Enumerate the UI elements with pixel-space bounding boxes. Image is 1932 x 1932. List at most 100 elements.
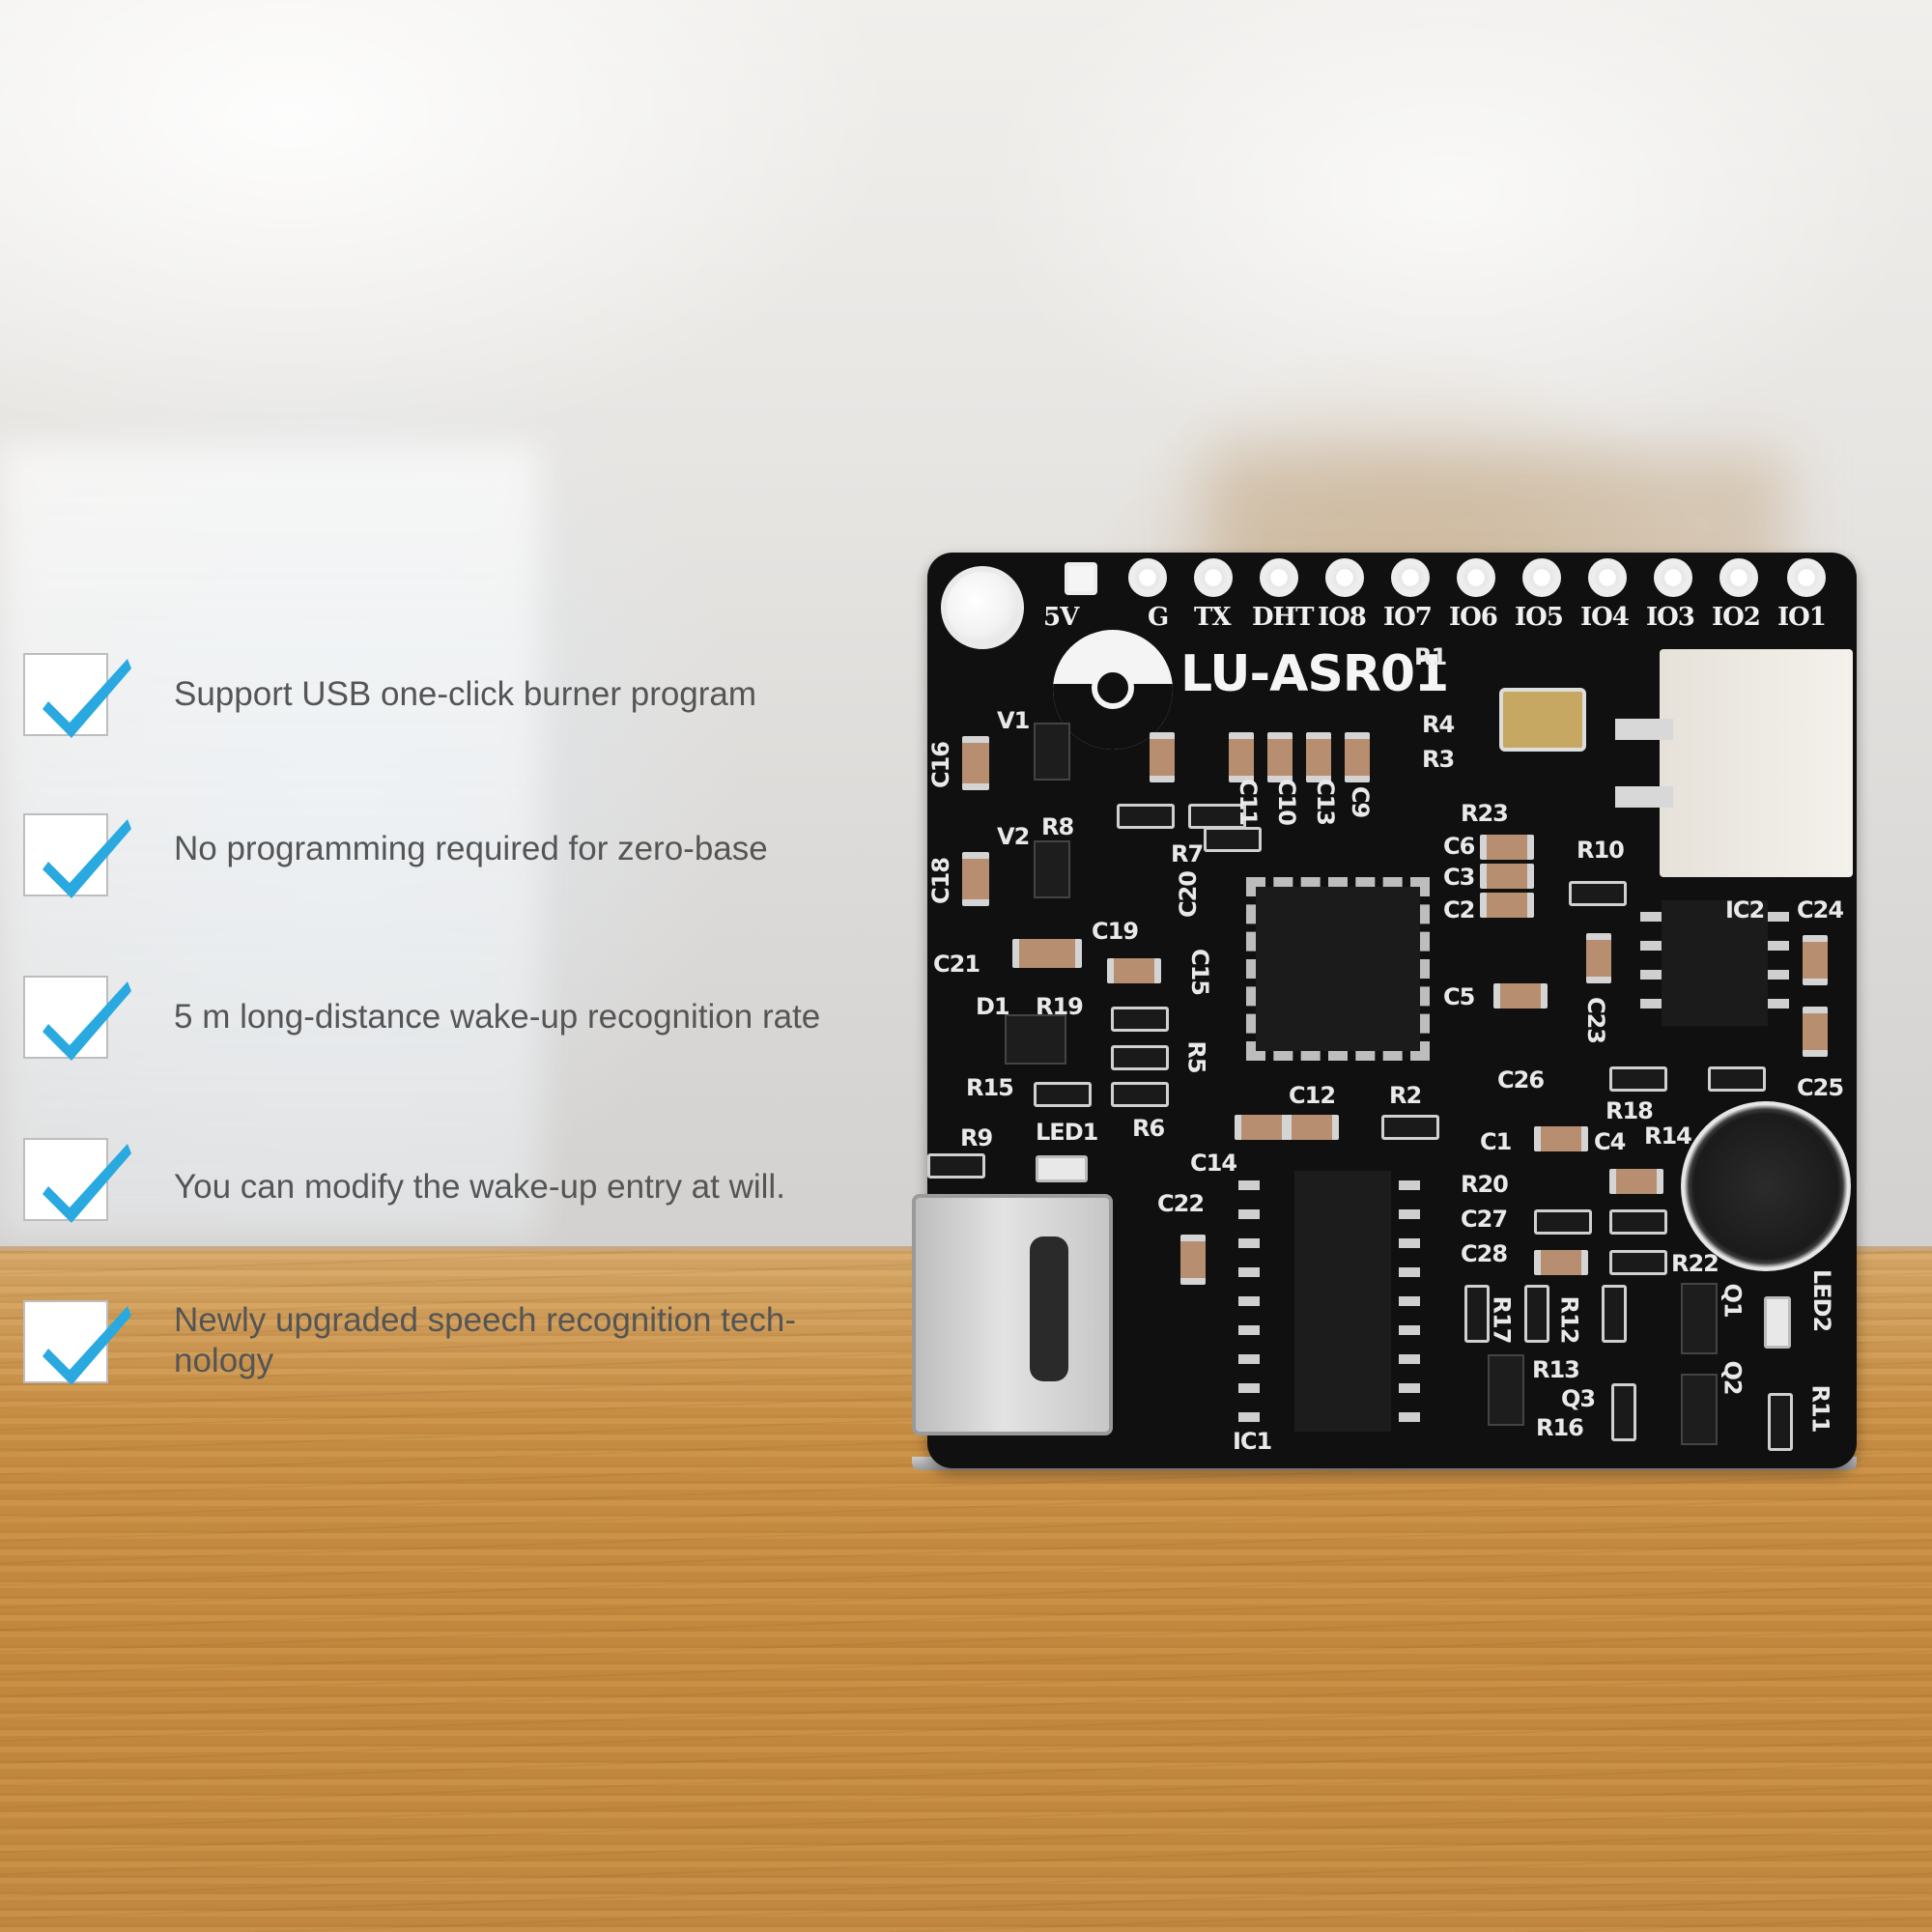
crystal-oscillator <box>1499 688 1586 752</box>
resistor <box>1111 1007 1169 1032</box>
pin-header-hole <box>1194 558 1233 597</box>
resistor <box>1609 1209 1667 1235</box>
silkscreen-label: R11 <box>1806 1384 1834 1433</box>
silkscreen-label: R18 <box>1605 1097 1654 1124</box>
microphone <box>1681 1101 1851 1271</box>
silkscreen-label: IC1 <box>1233 1428 1272 1455</box>
pin-header-hole <box>1065 562 1097 595</box>
silkscreen-label: C6 <box>1443 833 1475 860</box>
silkscreen-label: R20 <box>1461 1171 1509 1198</box>
feature-text: Newly upgraded speech recognition tech-n… <box>174 1301 796 1379</box>
silkscreen-label: C27 <box>1461 1206 1508 1233</box>
resistor <box>1768 1393 1793 1451</box>
silkscreen-label: C19 <box>1092 918 1139 945</box>
silkscreen-label: V2 <box>997 823 1030 850</box>
resistor <box>1602 1285 1627 1343</box>
silkscreen-label: R12 <box>1555 1295 1583 1344</box>
transistor <box>1034 723 1070 781</box>
capacitor <box>1285 1115 1339 1140</box>
silkscreen-label: Q1 <box>1719 1283 1747 1318</box>
resistor <box>1381 1115 1439 1140</box>
silkscreen-label: C24 <box>1797 896 1844 923</box>
silkscreen-label: C16 <box>927 741 955 789</box>
silkscreen-label: C5 <box>1443 983 1475 1010</box>
silkscreen-label: R13 <box>1532 1356 1580 1383</box>
capacitor <box>1235 1115 1289 1140</box>
pin-label: IO1 <box>1777 603 1827 632</box>
chip-ic2 <box>1662 900 1768 1026</box>
feature-text: You can modify the wake-up entry at will… <box>174 1168 785 1206</box>
capacitor <box>1480 893 1534 918</box>
silkscreen-label: C14 <box>1190 1150 1237 1177</box>
capacitor <box>1345 732 1370 782</box>
resistor <box>1609 1066 1667 1092</box>
silkscreen-label: C4 <box>1594 1128 1626 1155</box>
silkscreen-label: C20 <box>1175 870 1203 919</box>
silkscreen-label: R16 <box>1536 1414 1584 1441</box>
silkscreen-label: C10 <box>1273 778 1301 826</box>
pin-label: IO8 <box>1318 603 1367 632</box>
pin-header-hole <box>1522 558 1561 597</box>
chip-pins <box>1399 1180 1420 1422</box>
resistor <box>1569 881 1627 906</box>
chip-pins <box>1238 1180 1260 1422</box>
capacitor <box>1803 935 1828 985</box>
feature-text: 5 m long-distance wake-up recognition ra… <box>174 998 821 1036</box>
led <box>1764 1296 1791 1349</box>
pin-label: IO6 <box>1449 603 1498 632</box>
silkscreen-label: R15 <box>966 1074 1014 1101</box>
silkscreen-label: C9 <box>1347 785 1375 818</box>
capacitor <box>1150 732 1175 782</box>
main-asr-chip <box>1246 877 1430 1061</box>
capacitor <box>1267 732 1293 782</box>
silkscreen-label: C21 <box>933 951 980 978</box>
pin-label: DHT <box>1252 603 1314 632</box>
transistor <box>1681 1374 1718 1445</box>
silkscreen-label: LED1 <box>1036 1119 1098 1146</box>
pin-header-hole <box>1260 558 1298 597</box>
capacitor <box>1480 864 1534 889</box>
mounting-hole <box>941 566 1024 649</box>
checkbox-checked-icon <box>23 1138 131 1223</box>
pin-header-hole <box>1719 558 1758 597</box>
silkscreen-label: C15 <box>1186 948 1214 996</box>
silkscreen-label: R17 <box>1488 1295 1516 1344</box>
checkbox-checked-icon <box>23 1300 131 1385</box>
silkscreen-label: C12 <box>1289 1082 1336 1109</box>
capacitor <box>962 852 989 906</box>
silkscreen-label: R6 <box>1132 1115 1165 1142</box>
jst-connector <box>1615 649 1853 877</box>
pin-header-hole <box>1325 558 1364 597</box>
silkscreen-label: R2 <box>1389 1082 1422 1109</box>
capacitor <box>1586 933 1611 983</box>
capacitor <box>1012 939 1082 968</box>
pin-label: IO4 <box>1580 603 1630 632</box>
silkscreen-label: R9 <box>960 1124 993 1151</box>
pin-label: IO2 <box>1712 603 1761 632</box>
usb-serial-chip <box>1294 1171 1391 1432</box>
silkscreen-label: R5 <box>1182 1040 1210 1073</box>
silkscreen-label: R23 <box>1461 800 1509 827</box>
board-model-label: LU-ASR01 <box>1180 645 1449 703</box>
silkscreen-label: IC2 <box>1725 896 1765 923</box>
connector-pin <box>1615 719 1673 740</box>
silkscreen-label: Q3 <box>1561 1385 1596 1412</box>
pin-header-hole <box>1654 558 1692 597</box>
resistor <box>1204 827 1262 852</box>
transistor <box>1034 840 1070 898</box>
pin-header-hole <box>1787 558 1826 597</box>
capacitor <box>1107 958 1161 983</box>
silkscreen-label: R1 <box>1414 643 1447 670</box>
silkscreen-label: LED2 <box>1808 1268 1836 1332</box>
resistor <box>1524 1285 1549 1343</box>
silkscreen-label: C11 <box>1235 778 1263 826</box>
checkbox-checked-icon <box>23 653 131 738</box>
silkscreen-label: C28 <box>1461 1240 1508 1267</box>
pin-header-hole <box>1128 558 1167 597</box>
pin-header-hole <box>1588 558 1627 597</box>
silkscreen-label: Q2 <box>1719 1360 1747 1395</box>
silkscreen-label: D1 <box>976 993 1010 1020</box>
pin-label: IO3 <box>1646 603 1695 632</box>
silkscreen-label: R3 <box>1422 746 1455 773</box>
feature-text: Support USB one-click burner program <box>174 675 757 713</box>
